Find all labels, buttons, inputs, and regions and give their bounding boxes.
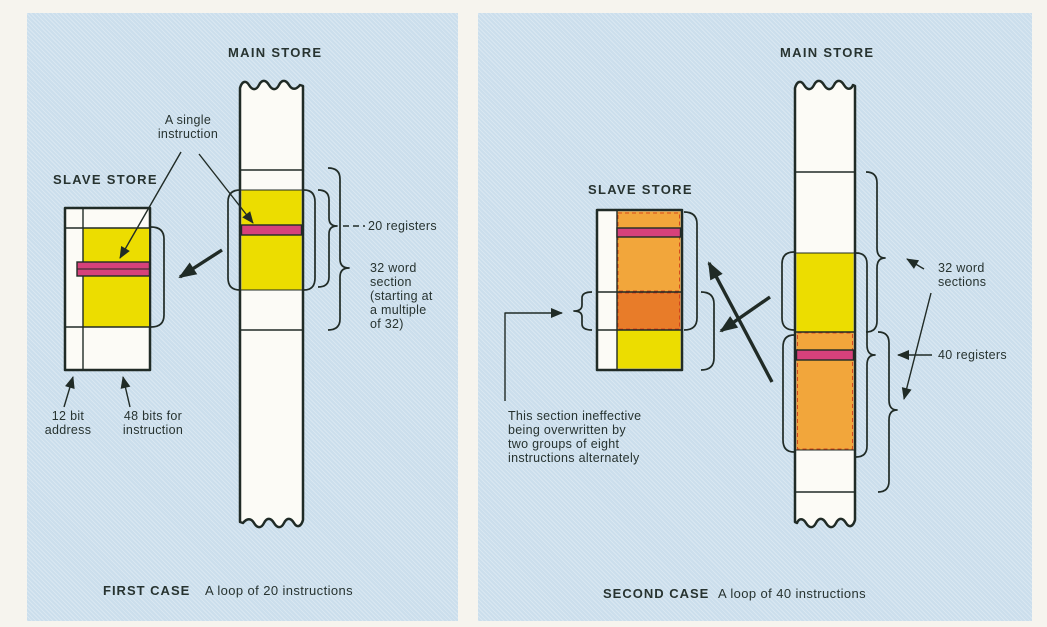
p1-main-loop-block: [241, 190, 302, 290]
p1-registers-label: 20 registers: [368, 219, 437, 233]
p1-slave-instruction-bar: [76, 261, 151, 277]
p2-transfer-arrow-upper-to-bottom: [719, 295, 771, 333]
p2-brace-section-1: [865, 171, 886, 333]
p1-slave-right-bracket: [150, 226, 165, 328]
p1-address-label: 12 bit address: [44, 409, 92, 437]
p2-slave-instruction-bar: [616, 227, 682, 238]
p1-arrow-12-bit: [63, 376, 75, 408]
p2-slave-right-bracket-top: [683, 211, 698, 331]
p2-main-instruction-bar: [795, 349, 855, 361]
p1-arrow-to-main-instruction: [198, 153, 254, 224]
p2-ineffective-label: This section ineffective being overwritt…: [508, 409, 642, 465]
p1-main-right-bracket: [303, 189, 316, 291]
p1-main-instruction-bar: [240, 224, 303, 236]
p2-arrow-sections-upper: [906, 258, 925, 270]
p1-main-store-title: MAIN STORE: [228, 45, 323, 60]
p1-transfer-arrow-main-to-slave: [178, 248, 223, 279]
p1-arrow-to-slave-instruction: [119, 151, 182, 259]
p1-caption-title: FIRST CASE: [103, 583, 191, 598]
p1-arrow-48-bits: [120, 376, 131, 408]
p2-main-left-bracket-upper: [781, 251, 795, 331]
p2-brace-ineffective: [573, 291, 593, 331]
p2-registers-label: 40 registers: [938, 348, 1007, 362]
p2-brace-40-registers: [855, 252, 876, 458]
p2-slave-store-title: SLAVE STORE: [588, 182, 693, 197]
p1-slave-store: [63, 206, 165, 372]
p1-section-label: 32 word section (starting at a multiple …: [370, 261, 433, 331]
p1-main-store: [227, 79, 316, 529]
p2-brace-section-2: [877, 331, 898, 493]
p2-sections-label: 32 word sections: [938, 261, 987, 289]
p1-caption-text: A loop of 20 instructions: [205, 583, 354, 598]
p2-slave-right-bracket-bottom: [700, 291, 715, 371]
p1-main-column: [238, 79, 305, 529]
p1-single-instruction-label: A single instruction: [157, 113, 219, 141]
p1-slave-loop-block: [83, 228, 149, 327]
second-case-panel: [478, 13, 1032, 621]
p2-slave-ineffective-section: [617, 292, 681, 330]
p1-bits-label: 48 bits for instruction: [122, 409, 184, 437]
p2-slave-bottom-section: [617, 330, 681, 369]
p2-arrow-ineffective: [504, 308, 563, 401]
p2-main-store-title: MAIN STORE: [780, 45, 875, 60]
p2-main-store: [781, 79, 857, 529]
p2-transfer-arrow-lower-to-top: [707, 261, 774, 383]
p2-main-loop-upper: [796, 253, 854, 332]
p1-slave-store-title: SLAVE STORE: [53, 172, 158, 187]
p1-brace-32-word-section: [327, 167, 350, 331]
p2-arrow-sections-lower: [901, 292, 932, 400]
p2-slave-top-section: [617, 211, 681, 292]
p2-slave-store: [573, 208, 715, 372]
p1-brace-20-registers: [317, 189, 338, 288]
p2-caption-text: A loop of 40 instructions: [718, 586, 867, 601]
p1-main-left-bracket: [227, 189, 241, 291]
p2-caption-title: SECOND CASE: [603, 586, 710, 601]
p2-main-left-bracket-lower: [782, 334, 795, 453]
